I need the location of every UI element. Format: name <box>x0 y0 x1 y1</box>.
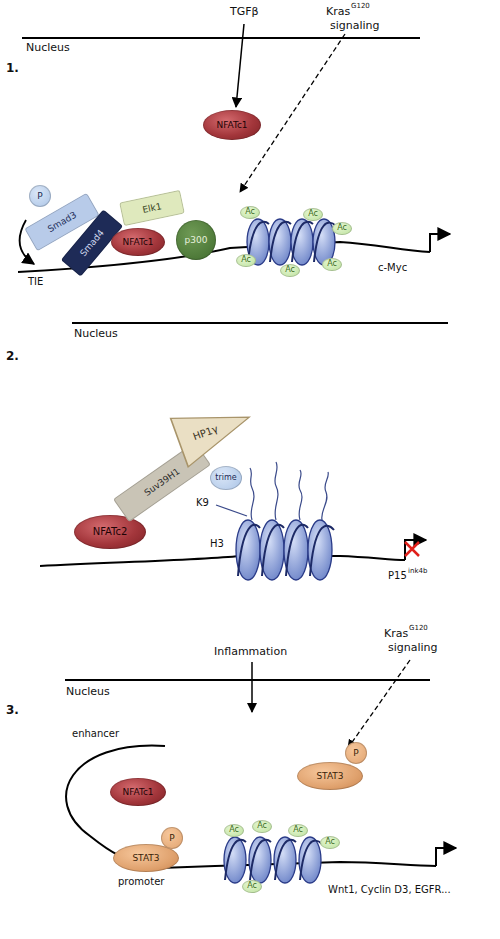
signal-arrow <box>251 662 253 712</box>
node-text: NFATc1 <box>216 121 247 130</box>
phospho-circle: P <box>345 742 367 764</box>
nuclear-membrane <box>72 322 448 324</box>
nuclear-membrane <box>65 679 430 681</box>
acetyl-mark: Ac <box>252 820 272 833</box>
protein-ellipse: STAT3 <box>297 762 363 790</box>
node-text: Ac <box>241 256 251 264</box>
acetyl-mark: Ac <box>332 222 352 235</box>
text-label: Nucleus <box>66 686 110 698</box>
acetyl-mark: Ac <box>320 836 340 849</box>
protein-ellipse: NFATc1 <box>110 778 166 806</box>
node-text: Ac <box>293 826 303 834</box>
acetyl-mark: Ac <box>288 824 308 837</box>
node-text: trime <box>215 474 236 482</box>
node-text: Smad4 <box>78 228 105 258</box>
node-text: STAT3 <box>316 772 343 781</box>
histone-tails <box>250 462 328 520</box>
node-text: NFATc1 <box>122 238 153 247</box>
node-text: P <box>37 192 42 201</box>
dna-strand <box>40 556 405 566</box>
nucleosome-group <box>236 520 334 580</box>
phospho-circle: P <box>161 827 183 849</box>
protein-circle: p300 <box>176 220 216 260</box>
node-text: Elk1 <box>142 202 163 215</box>
nucleosome-group <box>247 219 336 265</box>
superscript-label: G120 <box>409 625 428 633</box>
node-text: Ac <box>325 838 335 846</box>
text-label: signaling <box>330 20 380 32</box>
text-label: Kras <box>326 6 350 18</box>
text-label: promoter <box>118 876 164 887</box>
text-label: K9 <box>196 497 209 508</box>
node-text: Ac <box>327 260 337 268</box>
nuclear-membrane <box>22 37 420 39</box>
signal-arrow <box>236 24 244 107</box>
dashed-signal-arrow <box>348 660 410 748</box>
block-cross <box>405 542 419 556</box>
node-text: Ac <box>285 266 295 274</box>
text-label: P15 <box>388 570 407 581</box>
acetyl-mark: Ac <box>242 880 262 893</box>
text-label: Nucleus <box>74 328 118 340</box>
protein-ellipse: NFATc1 <box>111 228 165 256</box>
protein-triangle: HP1γ <box>167 390 261 470</box>
node-text: Smad3 <box>46 210 78 234</box>
dashed-signal-arrow <box>240 34 345 192</box>
acetyl-mark: Ac <box>240 206 260 219</box>
transcription-arrow <box>430 234 450 252</box>
node-text: Ac <box>247 882 257 890</box>
nucleosome-group <box>224 837 322 883</box>
acetyl-mark: Ac <box>280 264 300 277</box>
superscript-label: ink4b <box>408 568 427 576</box>
node-text: Suv39H1 <box>143 467 182 498</box>
node-text: Ac <box>245 208 255 216</box>
acetyl-mark: Ac <box>224 824 244 837</box>
k9-pointer <box>216 505 247 516</box>
text-label: Wnt1, Cyclin D3, EGFR... <box>328 884 451 895</box>
text-label: enhancer <box>72 728 119 739</box>
protein-ellipse: NFATc2 <box>74 515 146 549</box>
methyl-mark: trime <box>210 466 242 490</box>
phospho-circle: P <box>29 185 51 207</box>
text-label: 3. <box>6 704 19 717</box>
text-label: Nucleus <box>26 42 70 54</box>
text-label: c-Myc <box>378 262 407 273</box>
node-text: NFATc1 <box>122 788 153 797</box>
node-text: Ac <box>308 210 318 218</box>
text-label: TGFβ <box>230 6 259 18</box>
node-text: Ac <box>337 224 347 232</box>
acetyl-mark: Ac <box>322 258 342 271</box>
text-label: 1. <box>6 62 19 75</box>
protein-ellipse: NFATc1 <box>203 110 261 140</box>
superscript-label: G120 <box>351 3 370 11</box>
text-label: signaling <box>388 642 438 654</box>
text-label: Inflammation <box>214 646 287 658</box>
node-text: P <box>169 834 174 843</box>
node-text: NFATc2 <box>93 527 128 537</box>
acetyl-mark: Ac <box>303 208 323 221</box>
text-label: H3 <box>210 538 224 549</box>
transcription-arrow <box>436 848 456 866</box>
text-label: 2. <box>6 350 19 363</box>
text-label: TIE <box>28 276 43 287</box>
text-label: Kras <box>384 628 408 640</box>
protein-box: Elk1 <box>119 190 185 226</box>
node-text: P <box>353 749 358 758</box>
node-text: STAT3 <box>132 854 159 863</box>
node-text: p300 <box>185 236 208 245</box>
transcription-arrow <box>405 540 426 560</box>
node-text: Ac <box>257 822 267 830</box>
node-text: Ac <box>229 826 239 834</box>
acetyl-mark: Ac <box>236 254 256 267</box>
